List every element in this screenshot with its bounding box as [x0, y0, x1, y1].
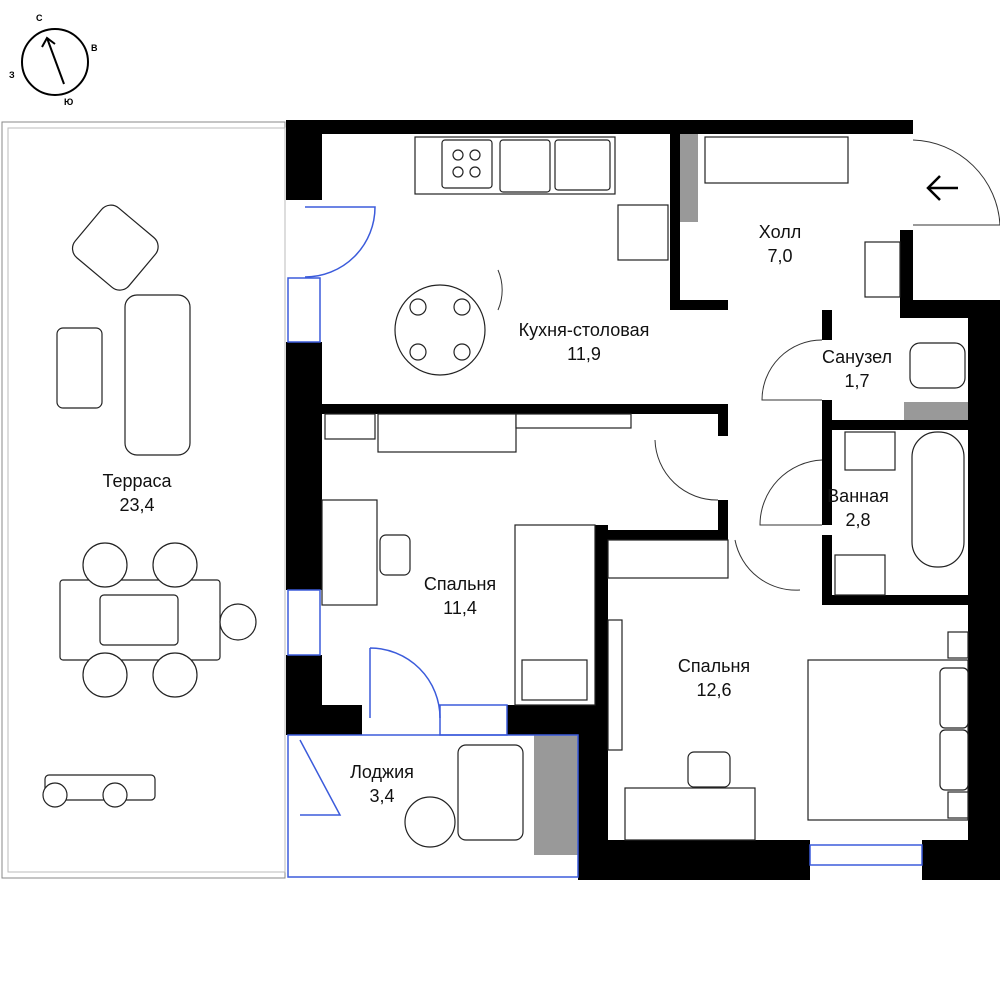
compass-east: В [91, 43, 98, 53]
room-area: 2,8 [845, 510, 871, 530]
room-name: Холл [758, 222, 802, 242]
walls [286, 120, 1000, 880]
room-bathroom: Ванная 2,8 [827, 484, 889, 532]
room-area: 11,9 [567, 344, 601, 364]
room-name: Спальня [677, 656, 751, 676]
compass-west: З [9, 70, 15, 80]
room-name: Ванная [827, 486, 889, 506]
furniture [42, 136, 969, 848]
room-name: Терраса [102, 471, 172, 491]
room-area: 1,7 [844, 371, 870, 391]
room-area: 12,6 [696, 680, 732, 700]
compass-south: Ю [64, 97, 74, 107]
room-loggia: Лоджия 3,4 [350, 760, 414, 808]
room-kitchen: Кухня-столовая 11,9 [519, 318, 650, 366]
compass-icon [21, 28, 89, 96]
entrance-arrow-icon [926, 175, 958, 201]
room-terrace: Терраса 23,4 [102, 469, 171, 517]
room-area: 7,0 [767, 246, 793, 266]
windows [287, 206, 923, 878]
room-area: 23,4 [119, 495, 155, 515]
room-bedroom-1: Спальня 11,4 [424, 572, 496, 620]
compass-north: С [36, 13, 43, 23]
room-name: Кухня-столовая [518, 320, 650, 340]
room-area: 11,4 [443, 598, 477, 618]
room-name: Спальня [423, 574, 497, 594]
doors [497, 139, 1000, 591]
room-hall: Холл 7,0 [759, 220, 801, 268]
room-name: Санузел [821, 347, 893, 367]
room-area: 3,4 [369, 786, 395, 806]
room-bedroom-2: Спальня 12,6 [678, 654, 750, 702]
room-toilet: Санузел 1,7 [822, 345, 892, 393]
shafts [534, 134, 968, 855]
room-name: Лоджия [350, 762, 414, 782]
